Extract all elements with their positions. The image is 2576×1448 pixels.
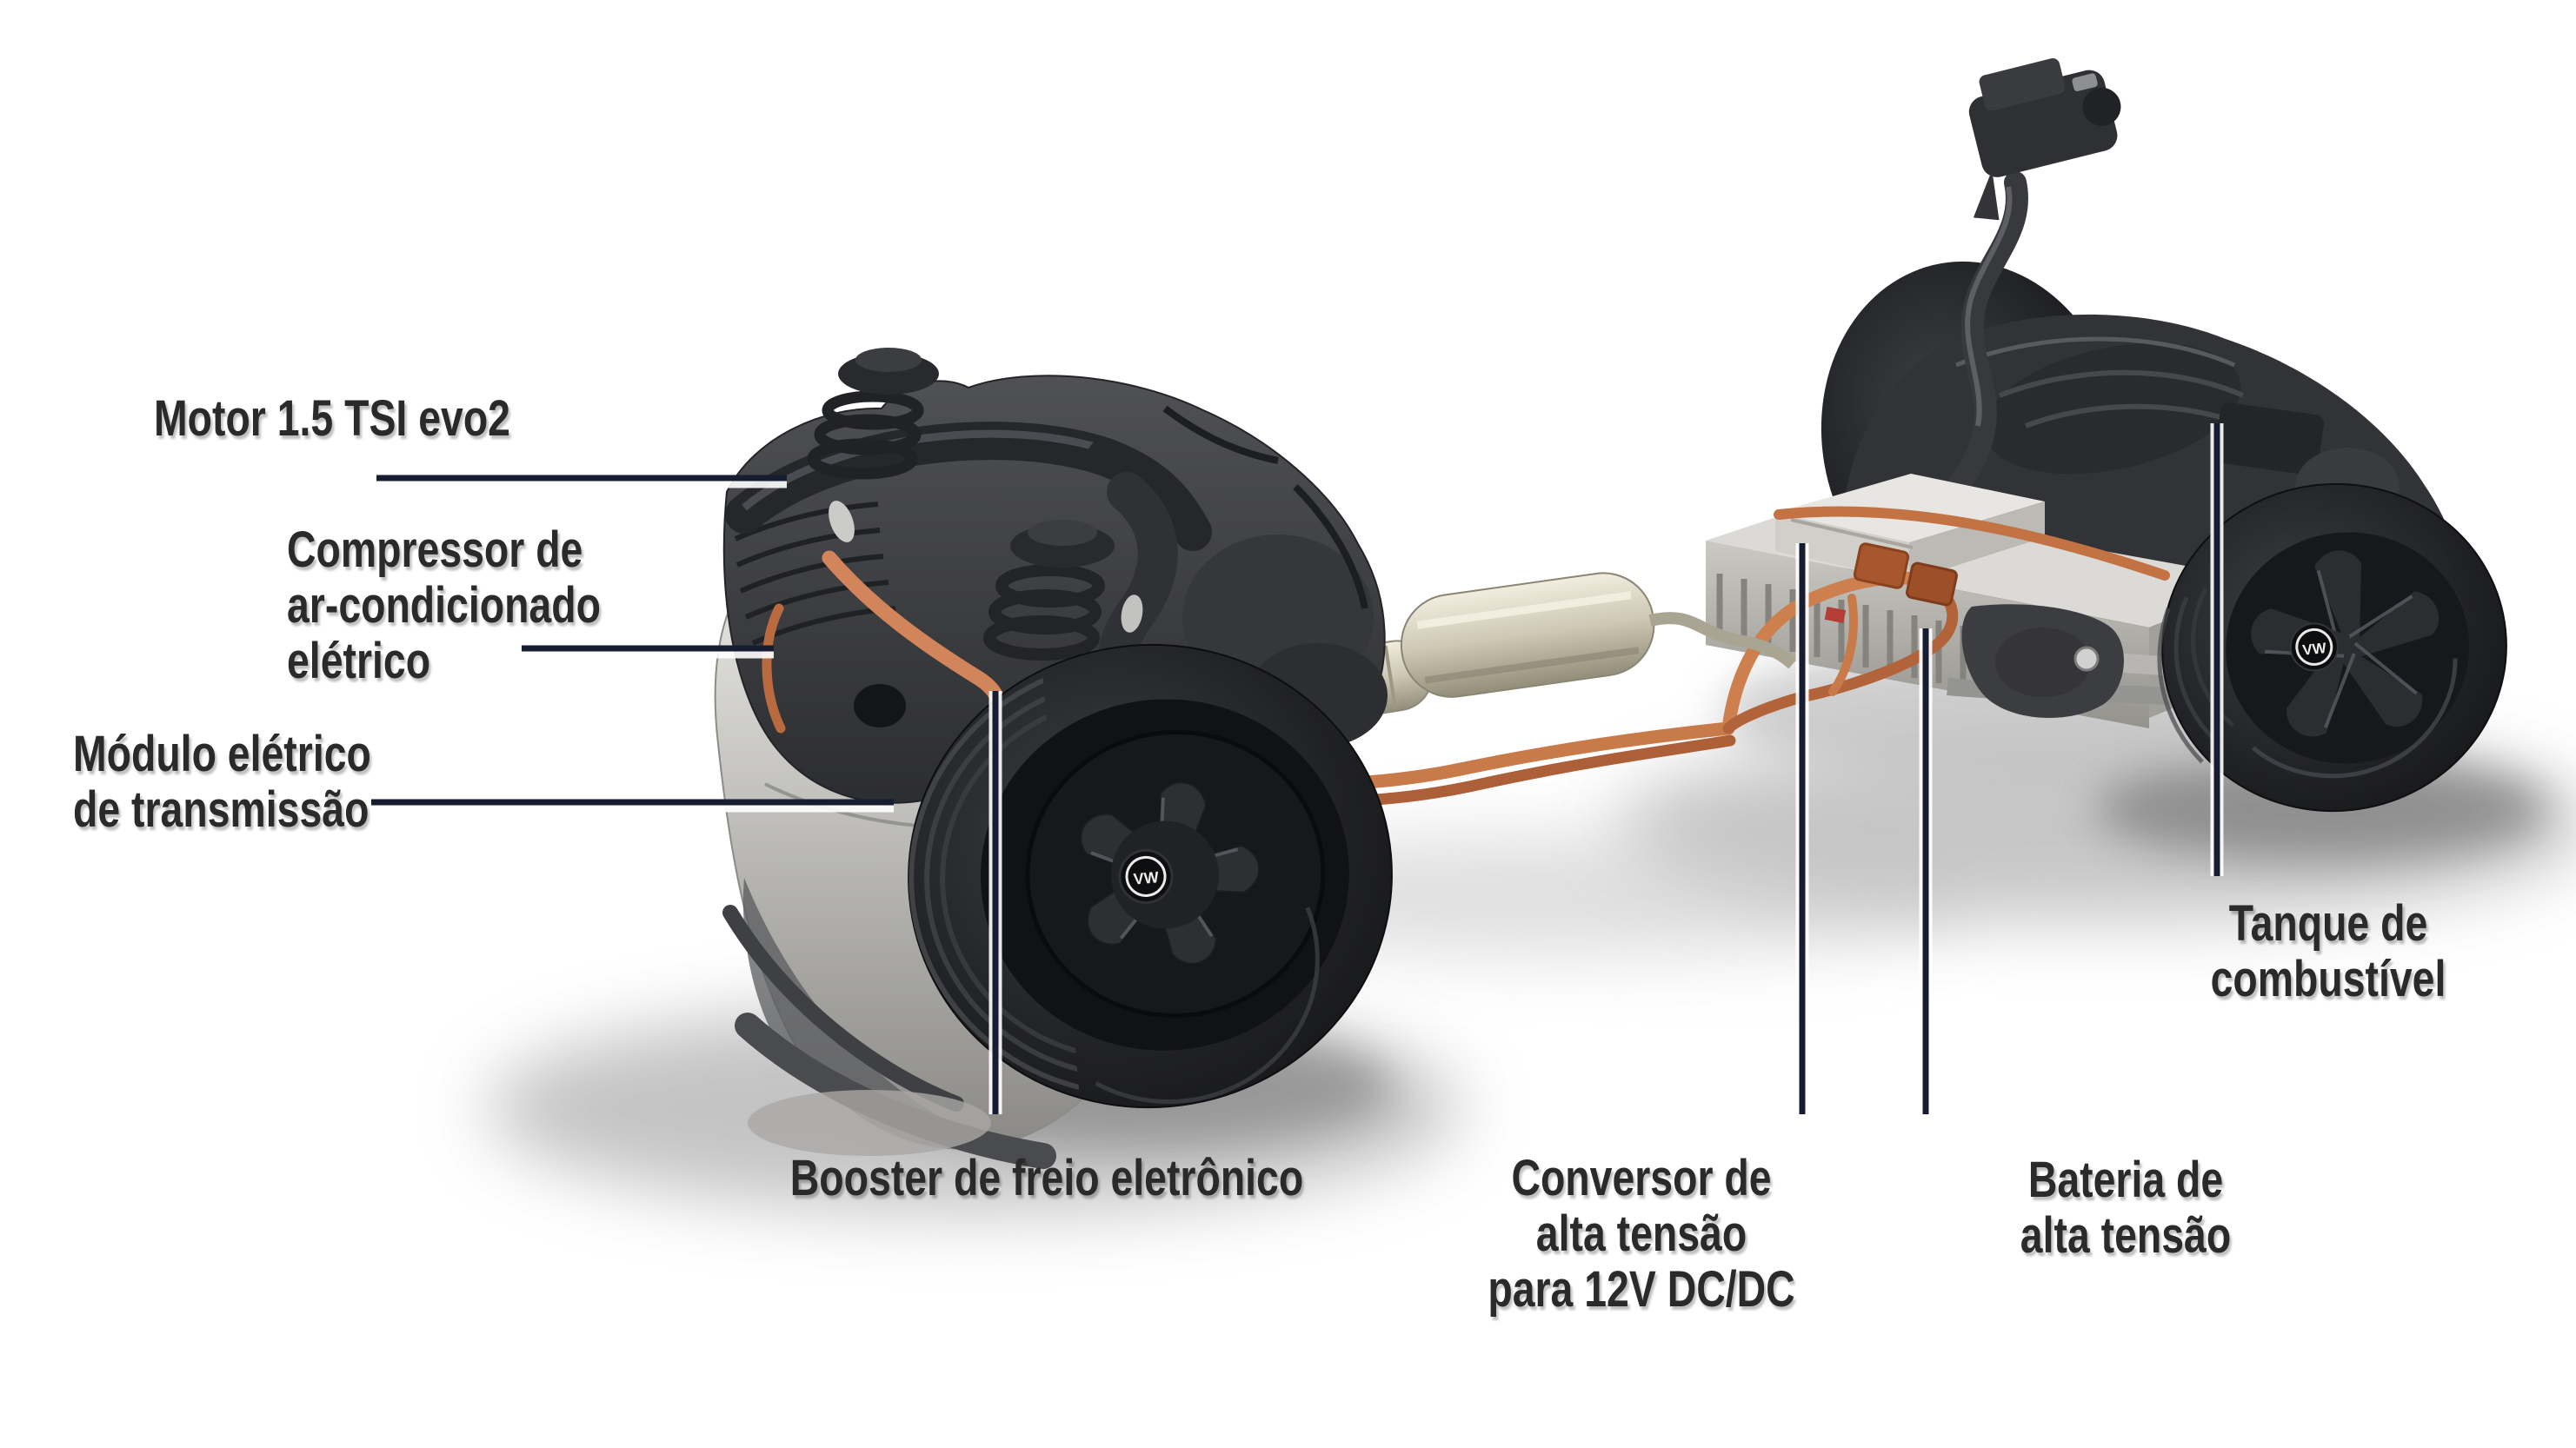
- vw-badge-icon: VW: [1118, 848, 1174, 904]
- label-booster-text: Booster de freio eletrônico: [789, 1150, 1304, 1206]
- battery-fins: [1716, 574, 1967, 688]
- rear-subframe: [1947, 604, 2210, 719]
- rear-wheel-near: VW: [2157, 482, 2507, 813]
- vw-badge-text: VW: [2301, 640, 2327, 659]
- label-compressor: Compressor de ar-condicionado elétrico: [287, 521, 601, 689]
- vw-badge-icon: VW: [2289, 622, 2339, 672]
- label-motor: Motor 1.5 TSI evo2: [154, 391, 510, 447]
- label-bateria: Bateria de alta tensão: [2020, 1152, 2232, 1264]
- label-motor-text: Motor 1.5 TSI evo2: [154, 390, 510, 447]
- bracket-bolt: [2073, 646, 2100, 672]
- label-tanque: Tanque de combustível: [2210, 895, 2446, 1007]
- label-booster: Booster de freio eletrônico: [699, 1151, 1395, 1206]
- front-wheel: VW: [908, 643, 1393, 1109]
- front-strut-left: [807, 348, 939, 480]
- fuel-filler-pipe: [1943, 58, 2121, 502]
- leader-lines: [371, 423, 2224, 1114]
- hv-connector: [1906, 561, 1958, 607]
- label-conversor: Conversor de alta tensão para 12V DC/DC: [1488, 1150, 1795, 1318]
- rear-wheel-spokes: [2251, 550, 2440, 737]
- hv-connector: [1853, 542, 1910, 589]
- vw-badge-text: VW: [1133, 868, 1160, 887]
- muffler: [1400, 572, 1655, 698]
- fuel-filler-head: [1968, 58, 2121, 221]
- label-modulo: Módulo elétrico de transmissão: [73, 726, 371, 838]
- battery-warning-sticker: [1824, 607, 1847, 623]
